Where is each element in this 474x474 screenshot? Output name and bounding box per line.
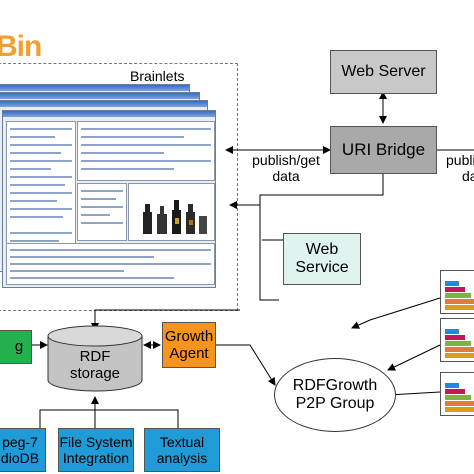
app-bottom-panel <box>6 243 215 285</box>
app-detail-panel <box>77 183 127 241</box>
textual-line1: Textual <box>159 433 205 450</box>
file-system-line2: Integration <box>62 450 130 466</box>
web-service-line1: Web <box>305 240 339 258</box>
app-image-panel <box>128 183 215 241</box>
peer-thumbnail-3 <box>440 372 474 416</box>
green-box-label: g <box>14 338 24 356</box>
file-system-line1: File System <box>59 433 133 450</box>
peer-thumbnail-2 <box>440 318 474 362</box>
mpeg7-line1: peg-7 <box>2 433 38 450</box>
web-service-box: Web Service <box>283 233 361 285</box>
rdfgrowth-line2: P2P Group <box>295 395 375 412</box>
web-server-label: Web Server <box>341 62 426 80</box>
publish-get-label-right: publi da <box>446 152 474 185</box>
rdf-storage-label: RDF storage <box>69 348 121 383</box>
web-server-box: Web Server <box>330 50 437 94</box>
file-system-integration-box: File System Integration <box>58 428 134 472</box>
mpeg7-box: peg-7 dioDB <box>0 428 46 472</box>
screenshot-window-front <box>2 110 216 288</box>
green-box: g <box>0 330 32 364</box>
uri-bridge-label: URI Bridge <box>341 140 426 160</box>
publish-get-label-left: publish/get data <box>252 152 320 185</box>
growth-agent-box: Growth Agent <box>162 322 216 368</box>
brainlets-label: Brainlets <box>130 68 185 84</box>
bottles-image <box>143 200 207 234</box>
page-title: Bin <box>0 30 42 63</box>
textual-line2: analysis <box>156 450 208 466</box>
peer-thumbnail-1 <box>440 270 474 314</box>
uri-bridge-box: URI Bridge <box>330 126 437 174</box>
app-top-panel <box>77 121 215 181</box>
growth-agent-line1: Growth <box>164 327 214 345</box>
web-service-line2: Service <box>295 259 349 276</box>
textual-analysis-box: Textual analysis <box>144 428 220 472</box>
rdf-storage-cylinder <box>47 325 143 392</box>
mpeg7-line2: dioDB <box>0 450 40 466</box>
rdfgrowth-line1: RDFGrowth <box>292 376 378 394</box>
rdfgrowth-p2p-group: RDFGrowth P2P Group <box>274 358 396 432</box>
growth-agent-line2: Agent <box>169 345 209 362</box>
